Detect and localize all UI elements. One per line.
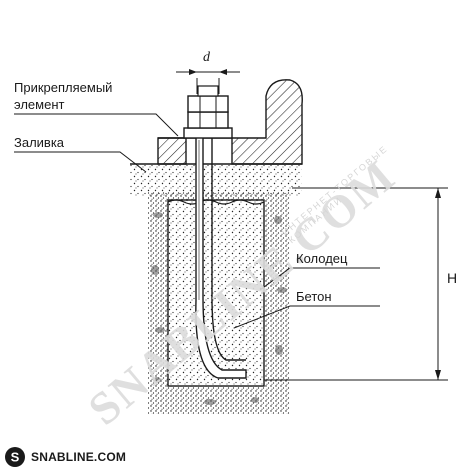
label-concrete: Бетон bbox=[296, 289, 332, 304]
label-well: Колодец bbox=[296, 251, 348, 266]
label-attached-element-line2: элемент bbox=[14, 97, 65, 112]
well-concrete bbox=[167, 199, 265, 387]
footer-brand: S SNABLINE.COM bbox=[4, 444, 126, 470]
label-dimension-h: H bbox=[447, 270, 458, 286]
attached-element bbox=[157, 79, 303, 165]
leader-lines bbox=[14, 113, 380, 329]
label-attached-element-line1: Прикрепляемый bbox=[14, 80, 113, 95]
label-dimension-d: d bbox=[203, 50, 210, 65]
nut-assembly bbox=[183, 85, 233, 139]
dimension-d bbox=[176, 69, 240, 94]
dimension-h bbox=[264, 187, 448, 381]
s-logo-icon: S bbox=[5, 447, 25, 467]
svg-text:S: S bbox=[11, 450, 20, 465]
grout-wavy-break bbox=[167, 199, 265, 205]
footer-brand-text: SNABLINE.COM bbox=[31, 450, 127, 464]
label-grout: Заливка bbox=[14, 135, 65, 150]
anchor-bolt bbox=[195, 129, 247, 379]
